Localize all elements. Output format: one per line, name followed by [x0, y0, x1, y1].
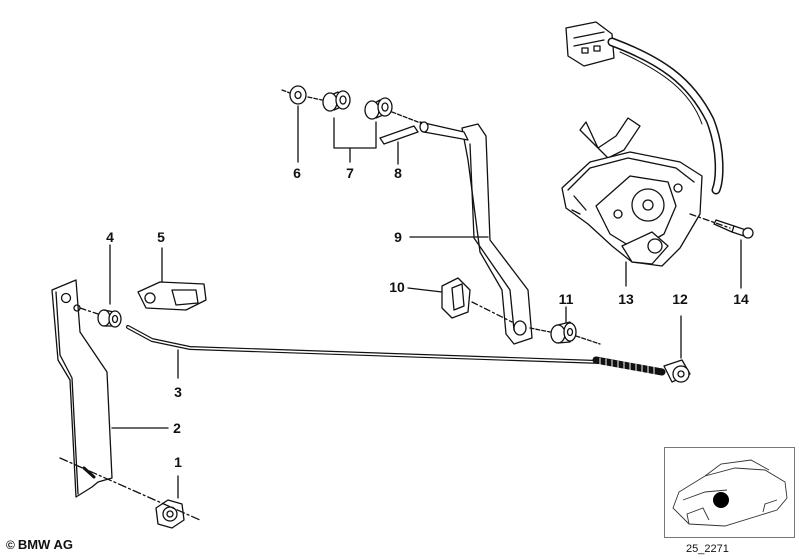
- part-label-4[interactable]: 4: [106, 229, 114, 245]
- copyright: ©BMW AG: [6, 537, 73, 552]
- part-label-3[interactable]: 3: [174, 384, 182, 400]
- copyright-icon: ©: [6, 538, 15, 552]
- washer-part[interactable]: [281, 85, 307, 163]
- switch-part[interactable]: [561, 21, 731, 287]
- grommet-part[interactable]: [529, 306, 601, 345]
- part-label-2[interactable]: 2: [173, 420, 181, 436]
- part-label-9[interactable]: 9: [394, 229, 402, 245]
- part-label-6[interactable]: 6: [293, 165, 301, 181]
- part-label-10[interactable]: 10: [389, 279, 405, 295]
- vehicle-location-thumbnail: [664, 447, 795, 538]
- pin-part[interactable]: [379, 125, 419, 165]
- part-label-11[interactable]: 11: [558, 291, 574, 307]
- clip-part[interactable]: [407, 277, 513, 323]
- part-label-13[interactable]: 13: [618, 291, 634, 307]
- bracket-part[interactable]: [51, 279, 169, 498]
- screw-part[interactable]: [713, 219, 754, 289]
- adjuster-nut-part[interactable]: [663, 315, 691, 383]
- selector-rod-part[interactable]: [126, 325, 602, 379]
- part-label-8[interactable]: 8: [394, 165, 402, 181]
- threaded-end: [592, 356, 666, 376]
- copyright-text: BMW AG: [17, 537, 73, 552]
- bushing-part[interactable]: [79, 244, 122, 328]
- part-label-14[interactable]: 14: [733, 291, 749, 307]
- diagram-id: 25_2271: [686, 543, 729, 555]
- lever-part[interactable]: [409, 121, 533, 345]
- location-marker: [713, 492, 729, 508]
- part-label-7[interactable]: 7: [346, 165, 354, 181]
- part-label-5[interactable]: 5: [157, 229, 165, 245]
- part-label-1[interactable]: 1: [174, 454, 182, 470]
- part-label-12[interactable]: 12: [672, 291, 688, 307]
- car-silhouette-icon: [672, 459, 788, 527]
- bushing-pair-part[interactable]: [307, 90, 419, 163]
- clamp-part[interactable]: [137, 247, 207, 311]
- hex-nut-part[interactable]: [59, 457, 201, 529]
